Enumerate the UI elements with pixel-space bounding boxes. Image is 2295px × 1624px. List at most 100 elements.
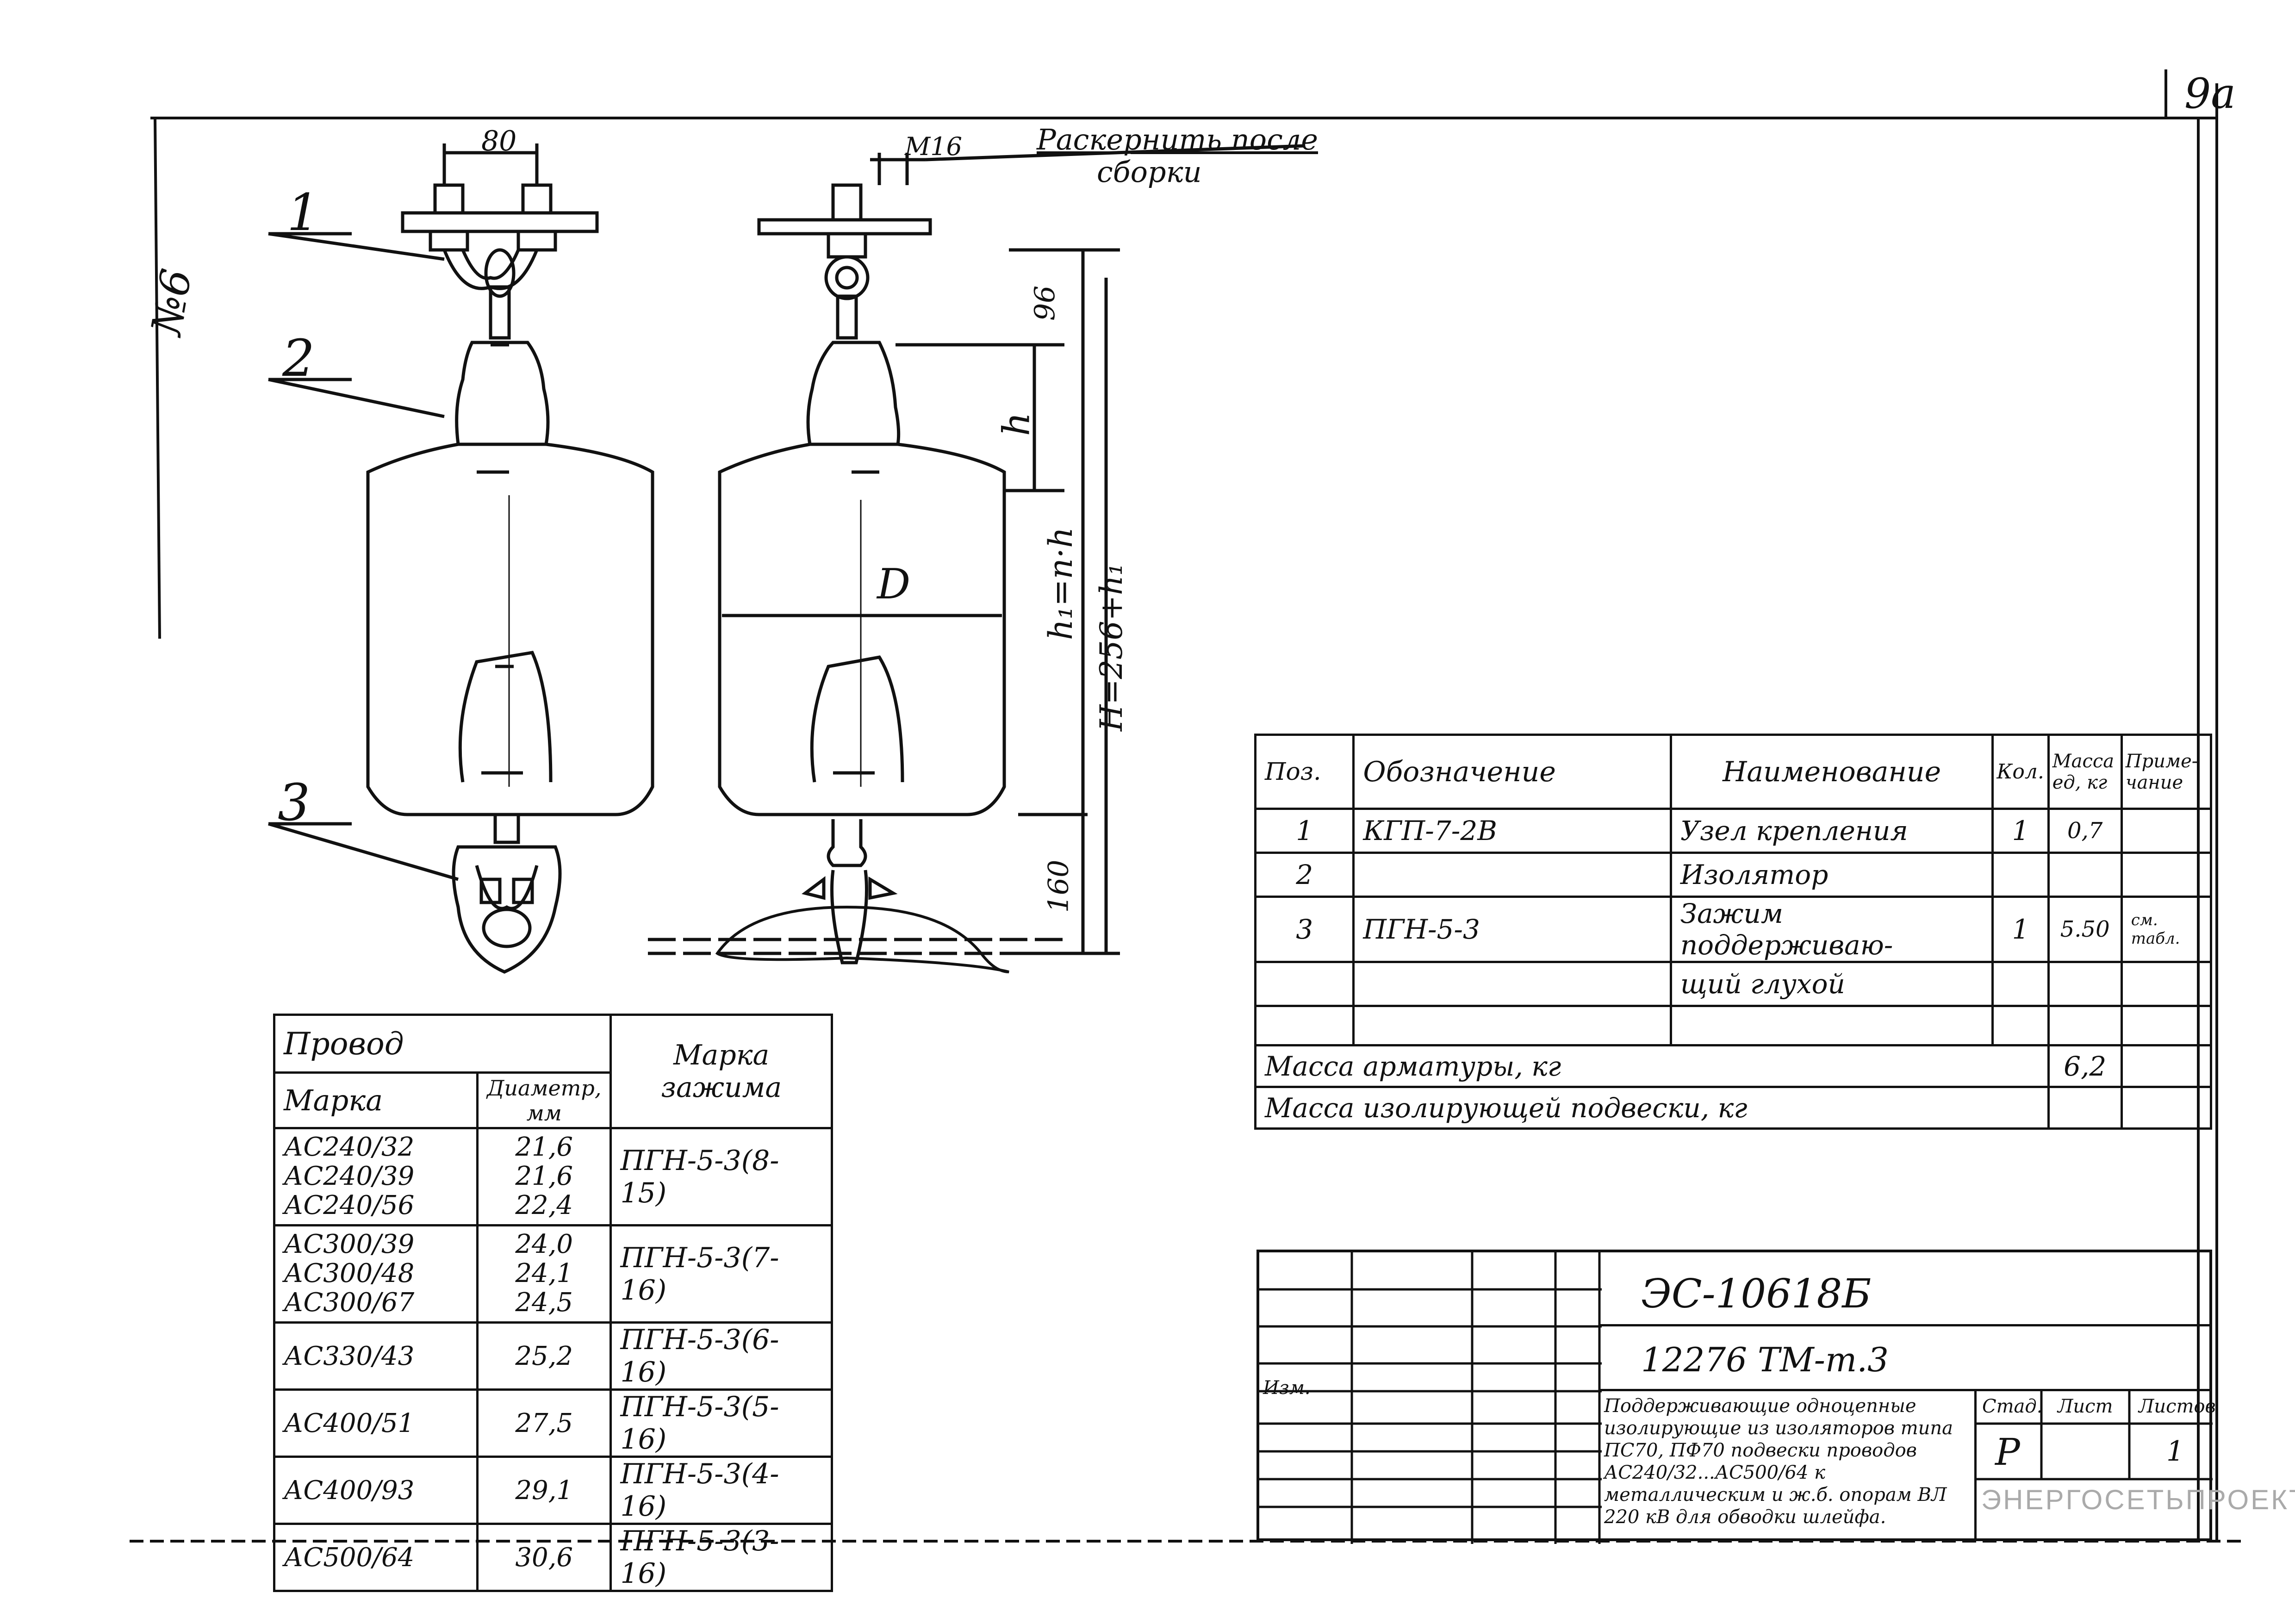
org-stamp: ЭНЕРГОСЕТЬПРОЕКТ	[1981, 1484, 2295, 1515]
table-row	[1254, 1005, 2213, 1046]
wire-diameter: 29,1	[476, 1456, 612, 1525]
spec-note: см. табл.	[2120, 896, 2213, 963]
side-view	[648, 144, 1306, 973]
drawing-code-1: ЭС-10618Б	[1641, 1271, 1872, 1317]
spec-note	[2120, 1005, 2213, 1046]
wire-mark: АС240/39	[284, 1161, 415, 1192]
spec-name: Изолятор	[1669, 852, 1994, 898]
title-block: Изм. ЭС-10618Б 12276 ТМ-т.3 Поддерживающ…	[1256, 1250, 2295, 1544]
wire-diameter: 24,5	[515, 1287, 573, 1318]
dim-h-label: h	[995, 412, 1038, 436]
code-box-2: 12276 ТМ-т.3	[1599, 1326, 2210, 1391]
spec-designation	[1352, 1005, 1672, 1046]
mass-fittings-row: Масса арматуры, кг 6,2	[1254, 1044, 2213, 1088]
spec-qty: 1	[1991, 808, 2050, 854]
mass-fittings-value: 6,2	[2047, 1044, 2123, 1088]
wire-diameter: 21,6	[515, 1161, 573, 1192]
wire-diameter: 25,2	[476, 1321, 612, 1391]
spec-note	[2120, 852, 2213, 898]
spec-name: Узел крепления	[1669, 808, 1994, 854]
spec-pos	[1254, 961, 1355, 1007]
spec-qty	[1991, 1005, 2050, 1046]
dim-160-label: 160	[1042, 859, 1075, 913]
stage-box: Стад. Лист Листов Р 1 ЭНЕРГОСЕТЬПРОЕКТ	[1974, 1391, 2295, 1539]
spec-header-qty: Кол.	[1991, 734, 2050, 810]
note-line-1: Раскернить после	[1037, 123, 1318, 156]
note-line-2: сборки	[1097, 155, 1202, 189]
dim-m16-label: M16	[905, 132, 963, 161]
mass-suspension-value	[2047, 1086, 2123, 1130]
spec-mass	[2047, 961, 2123, 1007]
table-row: АС400/51 27,5 ПГН-5-3(5-16)	[273, 1388, 833, 1458]
spec-header-note: Приме-чание	[2120, 734, 2213, 810]
wire-diameter: 24,0	[515, 1229, 573, 1260]
clamp-mark: ПГН-5-3(6-16)	[610, 1321, 833, 1391]
position-number-1: 1	[287, 183, 319, 242]
dim-H-label: H=256+h₁	[1094, 563, 1130, 732]
dim-80-label: 80	[481, 125, 517, 157]
spec-header-designation: Обозначение	[1352, 734, 1672, 810]
table-row: АС500/64 30,6 ПГН-5-3(3-16)	[273, 1523, 833, 1592]
mass-fittings-label: Масса арматуры, кг	[1254, 1044, 2050, 1088]
spec-note	[2120, 961, 2213, 1007]
header-clamp: Марка зажима	[610, 1014, 833, 1129]
table-row: щий глухой	[1254, 961, 2213, 1007]
table-row: 1 КГП-7-2В Узел крепления 1 0,7	[1254, 808, 2213, 854]
clamp-mark: ПГН-5-3(7-16)	[610, 1224, 833, 1324]
spec-mass: 0,7	[2047, 808, 2123, 854]
wire-mark: АС240/56	[284, 1190, 415, 1220]
wire-diameter: 27,5	[476, 1388, 612, 1458]
wire-mark: АС400/51	[273, 1388, 479, 1458]
wire-mark: АС240/32	[284, 1132, 415, 1163]
table-row: АС240/32 АС240/39 АС240/56 21,6 21,6 22,…	[273, 1127, 833, 1226]
front-view	[268, 143, 654, 974]
header-mark: Марка	[273, 1071, 479, 1129]
spec-header-row: Поз. Обозначение Наименование Кол. Масса…	[1254, 734, 2213, 810]
position-number-2: 2	[282, 329, 315, 388]
position-number-3: 3	[278, 773, 310, 832]
spec-pos: 3	[1254, 896, 1355, 963]
table-row: 3 ПГН-5-3 Зажим поддерживаю- 1 5.50 см. …	[1254, 896, 2213, 963]
spec-qty: 1	[1991, 896, 2050, 963]
clamp-mark: ПГН-5-3(3-16)	[610, 1523, 833, 1592]
wire-clamp-table: Провод Марка зажима Марка Диаметр, мм АС…	[273, 1014, 833, 1592]
spec-qty	[1991, 961, 2050, 1007]
wire-diameter: 22,4	[515, 1190, 573, 1220]
spec-designation: КГП-7-2В	[1352, 808, 1672, 854]
wire-mark: АС300/39	[284, 1229, 415, 1260]
spec-pos: 1	[1254, 808, 1355, 854]
revision-grid	[1259, 1252, 1602, 1544]
mass-suspension-label: Масса изолирующей подвески, кг	[1254, 1086, 2050, 1130]
dim-D-label: D	[877, 560, 911, 609]
spec-header-name: Наименование	[1669, 734, 1994, 810]
spec-qty	[1991, 852, 2050, 898]
spec-mass: 5.50	[2047, 896, 2123, 963]
spec-designation	[1352, 961, 1672, 1007]
spec-header-mass: Масса ед, кг	[2047, 734, 2123, 810]
wire-diameter: 21,6	[515, 1132, 573, 1163]
stage-label: Стад.	[1982, 1396, 2043, 1417]
spec-name: Зажим поддерживаю-	[1669, 896, 1994, 963]
wire-mark: АС400/93	[273, 1456, 479, 1525]
spec-pos: 2	[1254, 852, 1355, 898]
wire-mark: АС330/43	[273, 1321, 479, 1391]
sheet-label: Лист	[2058, 1396, 2113, 1417]
spec-mass	[2047, 852, 2123, 898]
drawing-description: Поддерживающие одноцепные изолирующие из…	[1604, 1395, 1953, 1528]
table-row: АС300/39 АС300/48 АС300/67 24,0 24,1 24,…	[273, 1224, 833, 1324]
code-box-1: ЭС-10618Б	[1599, 1252, 2210, 1326]
drawing-code-2: 12276 ТМ-т.3	[1641, 1340, 1889, 1379]
clamp-mark: ПГН-5-3(8-15)	[610, 1127, 833, 1226]
spec-designation	[1352, 852, 1672, 898]
header-wire: Провод	[273, 1014, 612, 1074]
spec-name: щий глухой	[1669, 961, 1994, 1007]
wire-mark: АС500/64	[273, 1523, 479, 1592]
table-row: АС330/43 25,2 ПГН-5-3(6-16)	[273, 1321, 833, 1391]
wire-diameter: 30,6	[476, 1523, 612, 1592]
clamp-mark: ПГН-5-3(4-16)	[610, 1456, 833, 1525]
clamp-mark: ПГН-5-3(5-16)	[610, 1388, 833, 1458]
spec-note	[2120, 808, 2213, 854]
sheets-label: Листов	[2139, 1396, 2216, 1417]
header-diam: Диаметр, мм	[476, 1071, 612, 1129]
sheets-value: 1	[2166, 1435, 2184, 1468]
